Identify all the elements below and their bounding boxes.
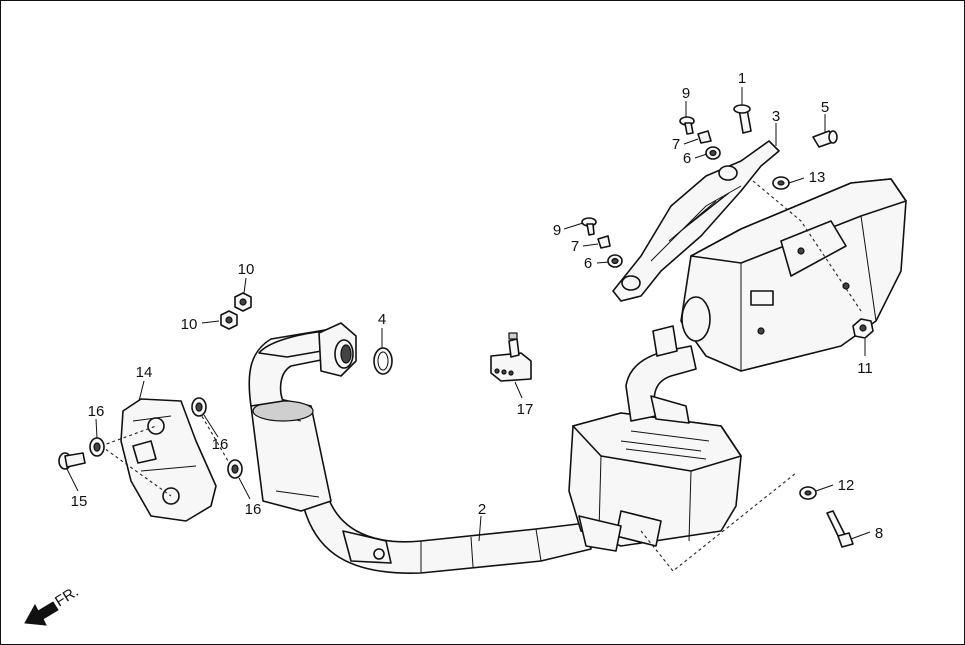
callout-2: 2 [478, 501, 486, 518]
washer-13 [772, 176, 790, 190]
callout-6-mid: 6 [584, 255, 592, 272]
callout-7-mid: 7 [571, 238, 579, 255]
callout-6-top: 6 [683, 150, 691, 167]
alignment-line-lower [640, 472, 797, 572]
callout-1: 1 [738, 70, 746, 87]
bolt-8 [826, 510, 854, 548]
exhaust-pipe [248, 322, 592, 574]
callout-9-mid: 9 [553, 222, 561, 239]
callout-17: 17 [517, 401, 534, 418]
callout-4: 4 [378, 311, 386, 328]
nut-10-top [234, 292, 252, 312]
callout-10-top: 10 [238, 261, 255, 278]
callout-16-left: 16 [88, 403, 105, 420]
grommet-6-top [705, 146, 721, 160]
callout-16-lower: 16 [245, 501, 262, 518]
collar-7-top [697, 130, 712, 144]
part-5 [812, 130, 838, 148]
nut-10-bottom [220, 310, 238, 330]
muffler-chamber [568, 412, 742, 552]
callout-10-bottom: 10 [181, 316, 198, 333]
callout-15: 15 [71, 493, 88, 510]
alignment-line-upper [752, 180, 862, 312]
callout-13: 13 [809, 169, 826, 186]
callout-9-top: 9 [682, 85, 690, 102]
leader-lines [66, 87, 871, 542]
callout-3: 3 [772, 108, 780, 125]
washer-12 [799, 486, 817, 500]
link-pipe [625, 325, 697, 424]
grommet-6-mid [607, 254, 623, 268]
bolt-1 [733, 104, 752, 134]
callout-5: 5 [821, 99, 829, 116]
callout-11: 11 [857, 360, 873, 377]
screw-9-top [679, 116, 695, 135]
callout-14: 14 [136, 364, 153, 381]
front-direction-label: FR. [52, 583, 82, 610]
callout-8: 8 [875, 525, 883, 542]
sensor-17 [490, 332, 532, 382]
gasket-4 [373, 347, 393, 375]
collar-16-left [89, 437, 105, 457]
bolt-15 [58, 452, 86, 470]
nut-11 [852, 318, 874, 339]
callout-16-upper: 16 [212, 436, 229, 453]
collar-16-lower [227, 459, 243, 479]
callout-7-top: 7 [672, 136, 680, 153]
collar-16-upper [191, 397, 207, 417]
callout-12: 12 [838, 477, 855, 494]
silencer [680, 178, 907, 372]
heat-guard [100, 398, 232, 522]
front-direction-arrow-icon [24, 601, 59, 626]
heat-shield [612, 140, 780, 302]
collar-7-mid [597, 235, 611, 249]
screw-9-mid [581, 217, 597, 236]
